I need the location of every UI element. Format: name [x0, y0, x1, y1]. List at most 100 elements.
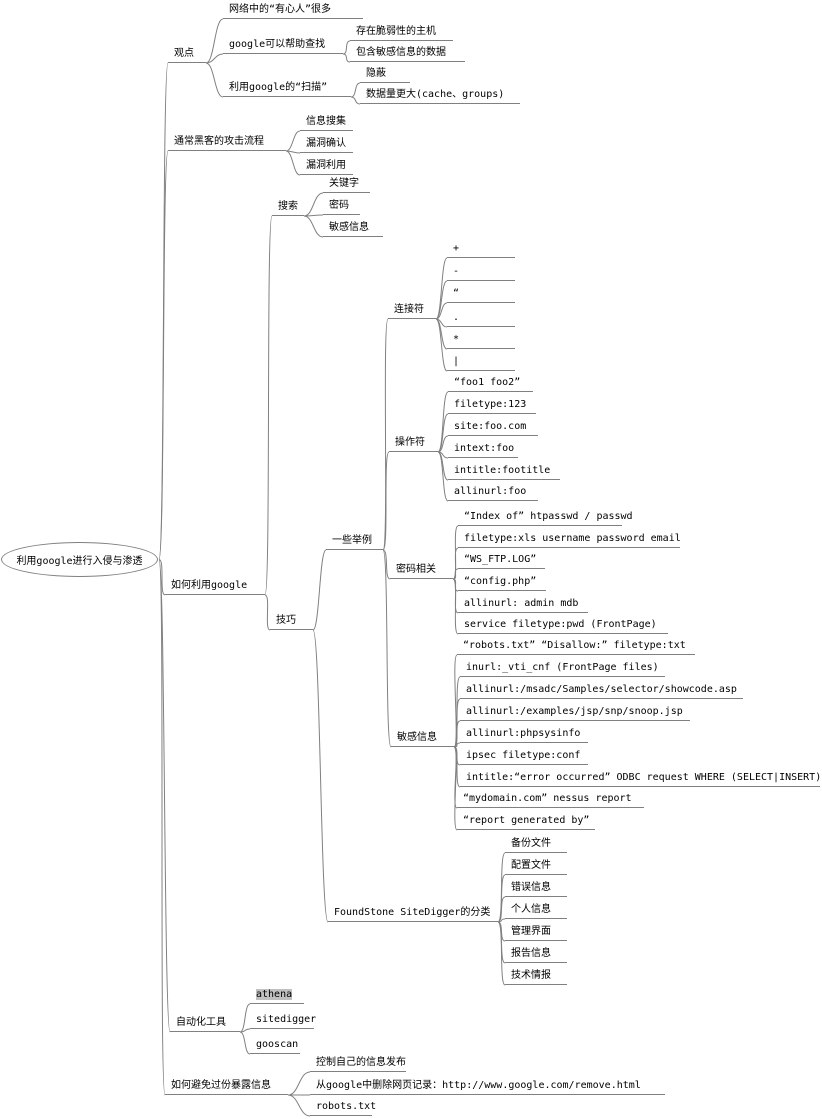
node-label: 敏感信息 — [397, 732, 437, 743]
branch-curve — [435, 302, 448, 320]
node-label: 如何避免过份暴露信息 — [171, 1080, 271, 1091]
branch-curve — [452, 547, 459, 580]
node-auto-tools[interactable]: 自动化工具 — [170, 1016, 240, 1032]
node-pwd-config[interactable]: “config.php” — [458, 575, 546, 591]
node-op-intitle[interactable]: intitle:footitle — [448, 464, 560, 480]
node-avoid-remove[interactable]: 从google中删除网页记录：http://www.google.com/rem… — [310, 1079, 665, 1095]
node-label: 个人信息 — [511, 904, 551, 915]
node-stealthy[interactable]: 隐蔽 — [360, 67, 410, 83]
node-cat-admin[interactable]: 管理界面 — [505, 925, 567, 941]
node-si-msadc[interactable]: allinurl:/msadc/Samples/selector/showcod… — [460, 683, 743, 699]
node-label: 技术情报 — [511, 970, 551, 981]
node-label: + — [453, 243, 460, 254]
node-conn-quote[interactable]: “ — [447, 287, 515, 303]
branch-curve — [303, 215, 324, 238]
node-conn-minus[interactable]: - — [447, 265, 515, 281]
node-tool-athena[interactable]: athena — [250, 988, 304, 1004]
node-pwd-adminmdb[interactable]: allinurl: admin mdb — [458, 597, 588, 613]
node-label: “robots.txt” “Disallow:” filetype:txt — [463, 640, 686, 651]
node-op-site[interactable]: site:foo.com — [448, 420, 538, 436]
node-si-vticnf[interactable]: inurl:_vti_cnf (FrontPage files) — [460, 661, 665, 677]
node-info-gathering[interactable]: 信息搜集 — [300, 115, 353, 131]
node-attack-flow[interactable]: 通常黑客的攻击流程 — [168, 135, 286, 151]
node-many-watchers[interactable]: 网络中的“有心人”很多 — [223, 3, 363, 19]
node-google-scan[interactable]: 利用google的“扫描” — [223, 81, 351, 97]
node-sitedigger-categories[interactable]: FoundStone SiteDigger的分类 — [328, 906, 498, 922]
node-connectors[interactable]: 连接符 — [388, 303, 436, 319]
node-si-phpsysinfo[interactable]: allinurl:phpsysinfo — [460, 727, 588, 743]
node-pwd-indexof[interactable]: “Index of” htpasswd / passwd — [458, 510, 633, 526]
node-conn-dot[interactable]: . — [447, 311, 515, 327]
node-passwords[interactable]: 密码 — [323, 199, 360, 215]
node-vuln-confirm[interactable]: 漏洞确认 — [300, 137, 353, 153]
node-si-report[interactable]: “report generated by” — [457, 814, 595, 830]
node-avoid-exposure[interactable]: 如何避免过份暴露信息 — [165, 1079, 288, 1095]
node-conn-pipe[interactable]: | — [447, 355, 515, 371]
node-google-helps-find[interactable]: google可以帮助查找 — [223, 38, 343, 54]
branch-curve — [312, 629, 329, 923]
node-label: “WS_FTP.LOG” — [464, 554, 537, 565]
node-pwd-xls[interactable]: filetype:xls username password email — [458, 532, 681, 548]
node-tool-gooscan[interactable]: gooscan — [250, 1038, 300, 1054]
branch-curve — [287, 1071, 311, 1096]
node-how-to-use[interactable]: 如何利用google — [165, 579, 265, 595]
node-si-odbc[interactable]: intitle:“error occurred” ODBC request WH… — [460, 771, 821, 787]
node-label: 信息搜集 — [306, 116, 346, 127]
node-sensitive-info[interactable]: 敏感信息 — [391, 731, 454, 747]
node-vuln-exploit[interactable]: 漏洞利用 — [300, 159, 353, 175]
node-label: 数据量更大(cache、groups) — [366, 89, 505, 100]
node-cat-report[interactable]: 报告信息 — [505, 947, 567, 963]
node-op-allinurl[interactable]: allinurl:foo — [448, 485, 538, 501]
node-vulnerable-hosts[interactable]: 存在脆弱性的主机 — [350, 25, 453, 41]
node-root[interactable]: 利用google进行入侵与渗透 — [1, 542, 158, 577]
node-cat-error[interactable]: 错误信息 — [505, 881, 567, 897]
node-label: inurl:_vti_cnf (FrontPage files) — [466, 662, 659, 673]
node-search[interactable]: 搜索 — [272, 200, 304, 216]
node-label: 观点 — [174, 48, 194, 59]
node-sensitive-data[interactable]: 包含敏感信息的数据 — [350, 46, 465, 62]
node-pwd-wsftp[interactable]: “WS_FTP.LOG” — [458, 553, 545, 569]
node-label: “Index of” htpasswd / passwd — [464, 511, 633, 522]
node-examples[interactable]: 一些举例 — [326, 534, 383, 550]
node-op-foo[interactable]: “foo1 foo2” — [448, 376, 533, 392]
node-si-nessus[interactable]: “mydomain.com” nessus report — [457, 792, 644, 808]
node-larger-data[interactable]: 数据量更大(cache、groups) — [360, 88, 520, 104]
node-label: 报告信息 — [511, 948, 551, 959]
node-cat-personal[interactable]: 个人信息 — [505, 903, 567, 919]
node-si-ipsec[interactable]: ipsec filetype:conf — [460, 749, 588, 765]
node-avoid-robots[interactable]: robots.txt — [310, 1100, 376, 1116]
branch-curve — [342, 53, 351, 63]
node-sensitive-info-search[interactable]: 敏感信息 — [323, 221, 383, 237]
node-label: intext:foo — [454, 443, 515, 454]
node-viewpoints[interactable]: 观点 — [168, 47, 206, 63]
node-label: 备份文件 — [511, 838, 551, 849]
node-label: filetype:123 — [454, 399, 527, 410]
node-label: athena — [256, 989, 293, 1000]
node-pwd-frontpage[interactable]: service filetype:pwd (FrontPage) — [458, 618, 668, 634]
node-cat-backup[interactable]: 备份文件 — [505, 837, 567, 853]
node-cat-tech[interactable]: 技术情报 — [505, 969, 567, 985]
node-label: service filetype:pwd (FrontPage) — [464, 619, 657, 630]
node-op-filetype[interactable]: filetype:123 — [448, 398, 536, 414]
node-si-robots[interactable]: “robots.txt” “Disallow:” filetype:txt — [457, 639, 695, 655]
node-label: FoundStone SiteDigger的分类 — [334, 907, 491, 918]
node-label: sitedigger — [256, 1014, 317, 1025]
node-label: 技巧 — [276, 615, 296, 626]
node-techniques[interactable]: 技巧 — [270, 614, 313, 630]
node-tool-sitedigger[interactable]: sitedigger — [250, 1013, 317, 1029]
node-keywords[interactable]: 关键字 — [323, 177, 370, 193]
node-op-intext[interactable]: intext:foo — [448, 442, 518, 458]
node-label: 自动化工具 — [176, 1017, 226, 1028]
node-operators[interactable]: 操作符 — [389, 436, 438, 452]
node-conn-plus[interactable]: + — [447, 242, 515, 258]
node-password-related[interactable]: 密码相关 — [390, 563, 453, 579]
branch-curve — [342, 40, 351, 55]
node-label: robots.txt — [316, 1101, 377, 1112]
node-cat-config[interactable]: 配置文件 — [505, 859, 567, 875]
node-conn-asterisk[interactable]: * — [447, 333, 515, 349]
node-avoid-control[interactable]: 控制自己的信息发布 — [310, 1056, 406, 1072]
node-si-snoop[interactable]: allinurl:/examples/jsp/snp/snoop.jsp — [460, 705, 690, 721]
